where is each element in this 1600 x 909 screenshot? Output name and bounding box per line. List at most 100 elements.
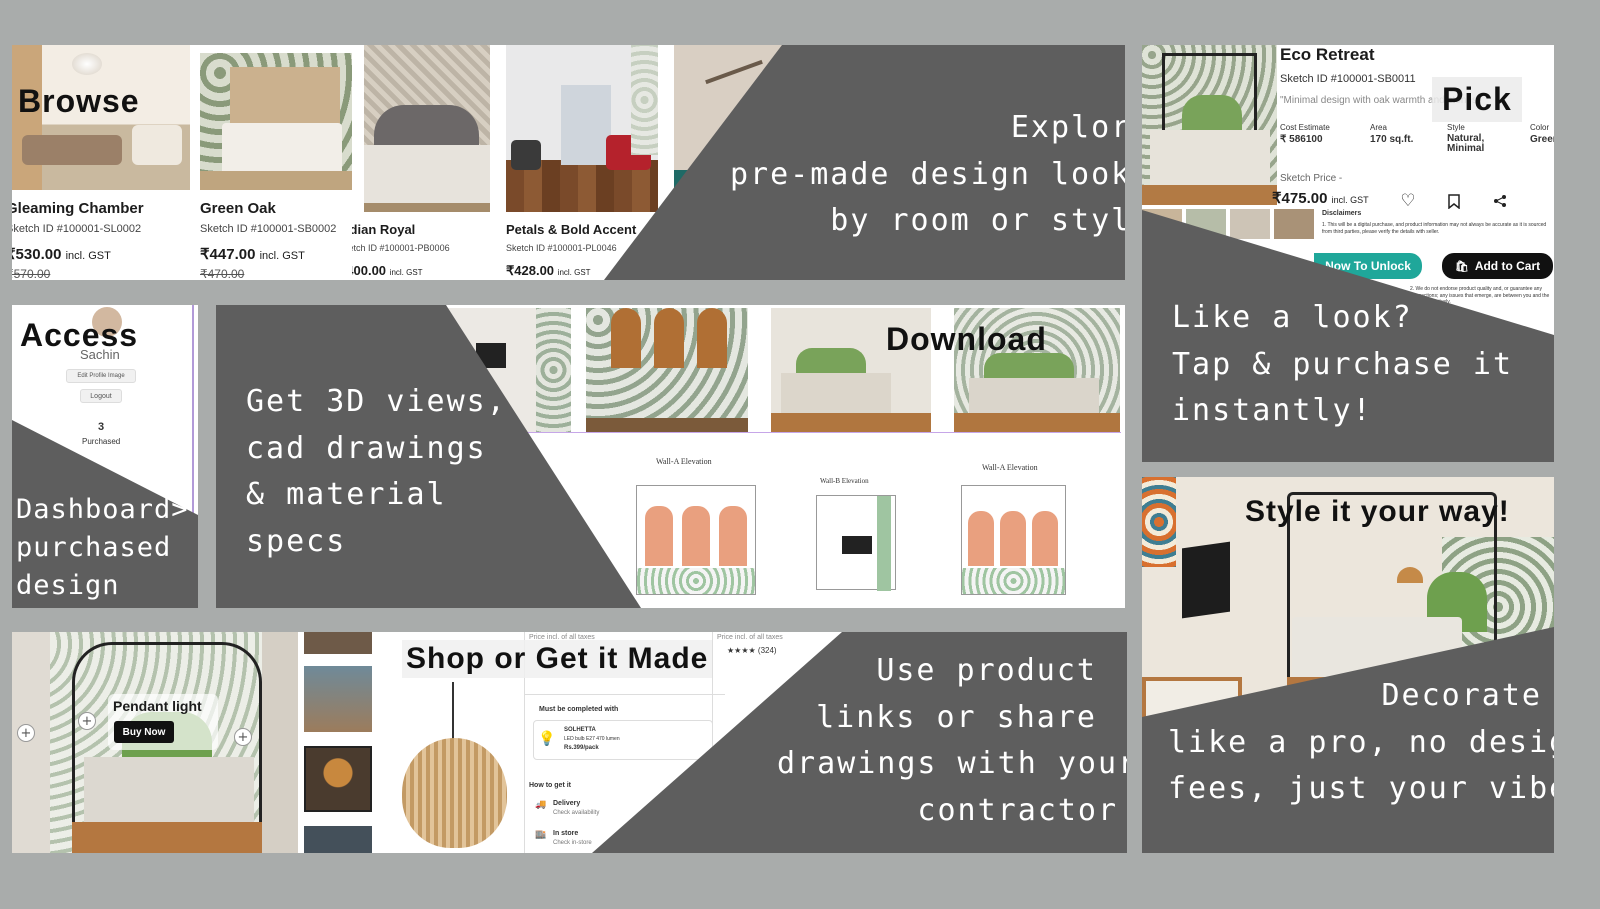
pick-title: Eco Retreat: [1280, 45, 1375, 64]
price-note: Price incl. of all taxes: [529, 634, 595, 641]
sidebar-divider: [192, 305, 194, 608]
access-panel: Sachin Edit Profile Image Logout 3 Purch…: [12, 305, 198, 608]
area-value: 170 sq.ft.: [1370, 134, 1414, 145]
thumbnail-strip: [304, 632, 374, 853]
render-image[interactable]: [771, 308, 931, 432]
card-title: Gleaming Chamber: [12, 200, 144, 217]
plus-icon[interactable]: +: [17, 724, 35, 742]
in-store-label[interactable]: In store: [553, 830, 579, 837]
card-title: Petals & Bold Accent: [506, 222, 637, 237]
style-panel: Style it your way! Decorate like a pro, …: [1142, 477, 1554, 853]
thumbnail[interactable]: [304, 666, 372, 732]
user-name: Sachin: [80, 347, 120, 362]
color-label: Color: [1530, 123, 1550, 132]
cad-drawing[interactable]: [961, 485, 1066, 595]
bag-icon: 🛍: [1454, 260, 1469, 273]
card-title: Indian Royal: [352, 222, 416, 237]
plus-icon[interactable]: +: [78, 712, 96, 730]
pendant-lamp: [1397, 567, 1423, 583]
item-desc: LED bulb E27 470 lumen: [564, 736, 620, 742]
style-slant: [1142, 627, 1554, 853]
pick-price: ₹475.00 incl. GST: [1272, 190, 1369, 207]
card-old-price: ₹470.00: [200, 267, 245, 280]
style-value: Natural, Minimal: [1447, 133, 1485, 154]
addon-card[interactable]: 💡 SOLHETTA LED bulb E27 470 lumen Rs.399…: [533, 720, 713, 760]
card-old-price: ₹570.00: [12, 267, 51, 280]
pick-product-image[interactable]: [1142, 45, 1277, 205]
card-image-indian-royal[interactable]: [364, 45, 490, 212]
thumbnail[interactable]: [304, 632, 372, 654]
download-panel: Wall-A Elevation Wall-B Elevation Wall-A…: [216, 305, 1125, 608]
disclaimer-text: 1. This will be a digital purchase, and …: [1322, 222, 1547, 235]
card-green-oak[interactable]: Green Oak Sketch ID #100001-SB0002 ₹447.…: [200, 200, 360, 280]
heart-icon[interactable]: ♡: [1400, 191, 1416, 211]
pick-heading: Pick: [1432, 77, 1522, 122]
pick-description: "Minimal design with oak warmth and ston…: [1280, 95, 1481, 106]
card-sketch-id: Sketch ID #100001-SB0002: [200, 223, 337, 235]
how-label: How to get it: [529, 782, 571, 789]
access-slant: [12, 420, 198, 608]
thumbnail[interactable]: [1230, 209, 1270, 239]
buy-now-button[interactable]: Buy Now: [114, 721, 174, 743]
style-tagline: Decorate like a pro, no designer fees, j…: [1168, 678, 1554, 806]
disclaimer-title: Disclaimers: [1322, 210, 1362, 217]
purchased-label[interactable]: Purchased: [82, 437, 121, 446]
color-value: Green: [1530, 134, 1554, 145]
thumbnail[interactable]: [304, 826, 372, 853]
bookmark-icon[interactable]: [1444, 191, 1464, 211]
download-slant: [216, 305, 641, 608]
shop-heading: Shop or Get it Made: [402, 640, 713, 678]
item-price: Rs.399/pack: [564, 745, 599, 751]
delivery-label[interactable]: Delivery: [553, 800, 581, 807]
cost-value: ₹ 586100: [1280, 134, 1323, 145]
card-sketch-id: Sketch ID #100001-PB0006: [352, 243, 450, 253]
disclaimer-box: Disclaimers 1. This will be a digital pu…: [1314, 210, 1554, 262]
render-divider: [446, 432, 1121, 433]
card-title: Green Oak: [200, 200, 276, 217]
card-petals-bold-accent[interactable]: Petals & Bold Accent Sketch ID #100001-P…: [506, 222, 656, 279]
browse-slant: [604, 45, 1125, 280]
pick-sketch-id: Sketch ID #100001-SB0011: [1280, 73, 1416, 85]
render-image[interactable]: [954, 308, 1120, 432]
render-image[interactable]: [586, 308, 748, 432]
pick-slant: [1142, 210, 1554, 462]
edit-profile-image-button[interactable]: Edit Profile Image: [66, 369, 136, 383]
elevation-label: Wall-B Elevation: [820, 477, 869, 485]
card-image-gleaming-chamber[interactable]: [12, 45, 190, 190]
card-price: ₹428.00 incl. GST: [506, 263, 591, 278]
card-sketch-id: Sketch ID #100001-SL0002: [12, 223, 142, 235]
pattern-wall: [1142, 477, 1176, 567]
style-heading: Style it your way!: [1245, 495, 1510, 528]
plus-icon[interactable]: +: [234, 728, 252, 746]
pick-tagline: Like a look? Tap & purchase it instantly…: [1172, 300, 1514, 428]
price-note: Price incl. of all taxes: [717, 634, 783, 641]
shop-panel: + + + Pendant light Buy Now Price incl. …: [12, 632, 1127, 853]
sketch-price-label: Sketch Price -: [1280, 173, 1343, 184]
card-image-petals-bold-accent[interactable]: [506, 45, 658, 212]
download-heading: Download: [886, 321, 1047, 357]
add-to-cart-button[interactable]: 🛍 Add to Cart: [1442, 253, 1553, 279]
card-price: ₹400.00 incl. GST: [352, 263, 423, 278]
must-label: Must be completed with: [539, 706, 619, 713]
card-sketch-id: Sketch ID #100001-PL0046: [506, 243, 617, 253]
avatar: [92, 307, 122, 337]
cad-drawing[interactable]: [816, 495, 896, 591]
card-image-green-oak[interactable]: [200, 53, 352, 190]
item-name: SOLHETTA: [564, 727, 596, 733]
browse-tagline: Explore pre-made design looks by room or…: [730, 110, 1125, 238]
thumbnail[interactable]: [1274, 209, 1314, 239]
card-gleaming-chamber[interactable]: Gleaming Chamber Sketch ID #100001-SL000…: [12, 200, 186, 280]
shop-tagline: Use product links or share drawings with…: [777, 653, 1127, 828]
in-store-sub: Check in-store: [553, 840, 592, 846]
bulb-icon: 💡: [538, 731, 556, 747]
logout-button[interactable]: Logout: [80, 389, 122, 403]
lamp-product-image[interactable]: [384, 682, 524, 853]
access-heading: Access: [20, 317, 139, 353]
card-indian-royal[interactable]: Indian Royal Sketch ID #100001-PB0006 ₹4…: [352, 222, 502, 279]
style-label: Style: [1447, 123, 1465, 132]
cad-drawing[interactable]: [636, 485, 756, 595]
elevation-label: Wall-A Elevation: [982, 463, 1038, 472]
download-tagline: Get 3D views, cad drawings & material sp…: [246, 384, 507, 559]
thumbnail[interactable]: [304, 746, 372, 812]
share-icon[interactable]: [1490, 191, 1510, 211]
